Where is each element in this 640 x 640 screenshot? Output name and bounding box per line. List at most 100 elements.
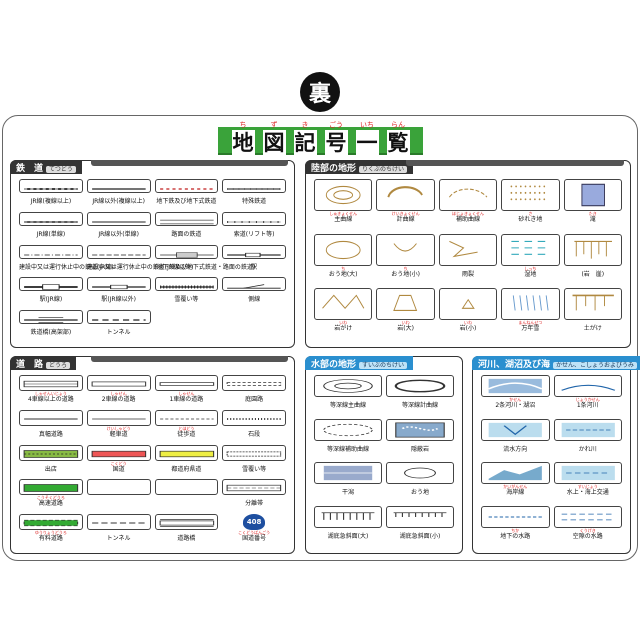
- roads-label: 徒歩道: [177, 430, 196, 438]
- land-label: 主曲線: [334, 216, 353, 223]
- railway-symbol: [86, 211, 151, 226]
- land-label: 雨裂: [461, 270, 474, 278]
- land-legend-item: しっち湿地: [501, 233, 560, 287]
- land-ruby: いわ: [339, 320, 348, 326]
- roads-ruby: こくどう: [110, 460, 127, 466]
- roads-ruby: こうそくどうろ: [36, 495, 65, 501]
- water-label: 湖底急斜面(大): [327, 532, 369, 540]
- land-header: 陸部の地形りくぶのちけい: [305, 160, 414, 174]
- rivers-legend-item: かいがんせん海岸線: [481, 462, 550, 504]
- land-symbol: [563, 288, 622, 321]
- railway-legend-item: JR線(単線): [19, 211, 83, 243]
- land-ruby: ほじょきょくせん: [451, 211, 484, 216]
- title-char: 記: [293, 130, 317, 156]
- railway-label: 駅: [251, 263, 258, 271]
- railway-legend-item: 駅(JR線): [19, 277, 83, 308]
- railway-label: 地下鉄及び地下式鉄道: [156, 198, 217, 205]
- rivers-ruby: かせん: [509, 397, 522, 402]
- railway-legend-item: 駅: [222, 244, 286, 276]
- land-legend-item: さ砂れき地: [501, 179, 560, 232]
- land-label: 滝: [589, 216, 596, 223]
- railway-label: 駅(JR線): [39, 296, 63, 304]
- roads-symbol: [86, 514, 151, 531]
- railway-legend-item: 路面の鉄道: [154, 211, 219, 243]
- land-label: 補助曲線: [455, 216, 480, 223]
- land-symbol: [563, 233, 622, 266]
- land-ruby: ち: [341, 265, 346, 271]
- land-symbol: [314, 288, 373, 321]
- land-ruby: けいきょくせん: [391, 211, 420, 216]
- railway-symbol: [86, 277, 151, 292]
- railway-legend-item: (地下鉄及び地下式鉄道・路面の鉄道): [154, 244, 255, 276]
- railway-legend-item: 駅(JR線以外): [86, 277, 151, 308]
- railway-label: 路面の鉄道: [171, 230, 202, 238]
- reverse-side-badge: 裏: [300, 72, 340, 112]
- roads-symbol: [222, 444, 286, 461]
- route-number-shield: 408: [243, 514, 266, 531]
- railway-legend-item: 索道(リフト等): [222, 211, 286, 243]
- land-legend-item: いわ岩(大): [376, 288, 435, 341]
- rivers-symbol: [553, 375, 622, 397]
- rivers-label: 1条河川: [576, 402, 599, 409]
- land-symbol: [563, 179, 622, 211]
- water-legend-item: 湖底急斜面(大): [314, 505, 382, 548]
- water-label: 干潟: [341, 489, 354, 496]
- railway-legend-item: 雪覆い等: [154, 277, 219, 308]
- roads-symbol: [154, 444, 219, 461]
- land-ruby: さ: [528, 211, 533, 216]
- roads-symbol: [154, 375, 219, 391]
- railway-symbol: [154, 277, 219, 292]
- roads-symbol: [86, 409, 151, 426]
- water-symbol: [314, 505, 382, 528]
- roads-ruby: しゃせん: [178, 391, 195, 396]
- rivers-symbol: [553, 418, 622, 441]
- water-label: 湖底急斜面(小): [399, 532, 441, 540]
- railway-legend-item: 特殊鉄道: [222, 179, 286, 210]
- railway-symbol: [222, 211, 286, 226]
- roads-ruby: [87, 495, 151, 500]
- railway-label: 索道(リフト等): [233, 230, 275, 238]
- roads-symbol: [222, 409, 286, 426]
- land-legend-item: (岩 崖): [563, 233, 622, 287]
- land-label: おう地(小): [391, 270, 420, 278]
- roads-label: 石段: [248, 430, 261, 438]
- rivers-label: 地下の水路: [500, 532, 531, 540]
- railway-label: 特殊鉄道: [242, 198, 267, 205]
- land-label: 万年雪: [521, 325, 540, 333]
- roads-legend-item: トンネル: [86, 514, 151, 547]
- land-symbol: [314, 233, 373, 266]
- land-legend-item: 土がけ: [563, 288, 622, 341]
- title-char: 地: [231, 130, 255, 156]
- water-legend-item: おう地: [386, 462, 454, 504]
- water-legend-item: 隠蔽岩: [386, 418, 454, 461]
- roads-label: 雪覆い等: [242, 465, 267, 473]
- water-label: 等深線主曲線: [329, 402, 366, 409]
- roads-ruby: けいしゃどう: [106, 425, 131, 431]
- railway-symbol: [222, 179, 286, 193]
- land-section: 陸部の地形りくぶのちけい しゅきょくせん主曲線けいきょくせん計曲線ほじょきょくせ…: [305, 160, 631, 348]
- land-legend-item: ちおう地(小): [376, 233, 435, 287]
- land-symbol: [438, 179, 498, 211]
- land-label: 計曲線: [396, 216, 415, 223]
- water-label: 等深線計曲線: [401, 402, 438, 409]
- roads-label: 国道: [112, 465, 125, 473]
- railway-legend-item: JR線(複線以上): [19, 179, 83, 210]
- rivers-ruby: ちか: [511, 527, 520, 533]
- roads-label: 出店: [44, 465, 57, 473]
- water-label: 隠蔽岩: [410, 445, 429, 453]
- roads-label: 4車線以上の道路: [27, 396, 74, 403]
- rivers-ruby: かいがんせん: [503, 484, 528, 489]
- roads-legend-item: 都道府県道: [154, 444, 219, 478]
- land-legend-item: まんねんせつ万年雪: [501, 288, 560, 341]
- land-legend-item: ちおう地(大): [314, 233, 373, 287]
- roads-legend-item: けいしゃどう軽車道: [86, 409, 151, 443]
- land-symbol: [438, 288, 498, 321]
- water-symbol: [314, 418, 382, 441]
- railway-label: 駅(JR線以外): [101, 296, 136, 304]
- land-symbol: [314, 179, 373, 211]
